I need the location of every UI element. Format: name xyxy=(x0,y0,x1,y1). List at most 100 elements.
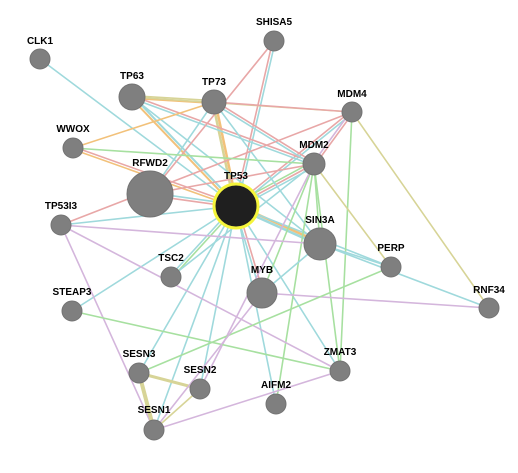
edge-tp63-sin3a xyxy=(131,96,321,245)
edge-tp73-mdm2 xyxy=(212,102,315,166)
node-tp63[interactable]: TP63 xyxy=(118,71,146,111)
node-tp53i3[interactable]: TP53I3 xyxy=(45,201,78,236)
node-circle-steap3[interactable] xyxy=(61,300,83,322)
node-label-perp: PERP xyxy=(377,243,405,254)
edge-mdm2-rfwd2 xyxy=(149,163,315,195)
node-circle-tp53[interactable] xyxy=(212,182,260,230)
node-label-clk1: CLK1 xyxy=(27,36,54,47)
edge-tp63-tp73 xyxy=(131,94,215,102)
node-shisa5[interactable]: SHISA5 xyxy=(256,17,293,52)
node-label-rfwd2: RFWD2 xyxy=(132,158,168,169)
edge-sesn1-zmat3 xyxy=(153,370,341,431)
node-circle-shisa5[interactable] xyxy=(263,30,285,52)
node-circle-myb[interactable] xyxy=(246,277,278,309)
node-rfwd2[interactable]: RFWD2 xyxy=(126,158,174,218)
node-label-rnf34: RNF34 xyxy=(473,285,505,296)
node-circle-sesn1[interactable] xyxy=(143,419,165,441)
edge-steap3-zmat3 xyxy=(71,310,341,372)
node-tp73[interactable]: TP73 xyxy=(201,77,227,115)
node-circle-rnf34[interactable] xyxy=(478,297,500,319)
edge-mdm2-aifm2 xyxy=(275,163,315,405)
node-circle-tp73[interactable] xyxy=(201,89,227,115)
node-label-wwox: WWOX xyxy=(56,124,90,135)
node-label-zmat3: ZMAT3 xyxy=(324,347,357,358)
node-perp[interactable]: PERP xyxy=(377,243,405,278)
edge-sesn3-perp xyxy=(138,266,392,374)
node-circle-perp[interactable] xyxy=(380,256,402,278)
node-label-mdm2: MDM2 xyxy=(299,140,329,151)
node-label-tsc2: TSC2 xyxy=(158,253,184,264)
node-circle-rfwd2[interactable] xyxy=(126,170,174,218)
node-aifm2[interactable]: AIFM2 xyxy=(261,380,291,415)
edge-mdm2-sesn2 xyxy=(199,163,315,390)
edge-tp53-sesn2 xyxy=(199,205,237,390)
node-rnf34[interactable]: RNF34 xyxy=(473,285,505,319)
edge-tp53i3-zmat3 xyxy=(60,224,341,372)
node-circle-aifm2[interactable] xyxy=(265,393,287,415)
node-tsc2[interactable]: TSC2 xyxy=(158,253,184,288)
edge-tp53-clk1 xyxy=(39,58,237,207)
node-label-sesn3: SESN3 xyxy=(123,349,156,360)
node-label-sin3a: SIN3A xyxy=(305,215,334,226)
edge-tp63-mdm2 xyxy=(131,94,316,164)
edge-sin3a-rnf34 xyxy=(319,243,490,309)
edge-mdm2-myb xyxy=(261,163,315,294)
node-tp53[interactable]: TP53 xyxy=(212,171,260,230)
edge-myb-rnf34 xyxy=(261,292,490,309)
node-clk1[interactable]: CLK1 xyxy=(27,36,54,70)
edge-sesn1-myb xyxy=(153,292,263,431)
node-label-sesn1: SESN1 xyxy=(138,405,171,416)
node-circle-sesn2[interactable] xyxy=(189,378,211,400)
node-mdm2[interactable]: MDM2 xyxy=(299,140,329,176)
edge-tp73-mdm2 xyxy=(213,100,316,164)
edge-tp63-mdm2 xyxy=(130,97,315,167)
edge-tp53-steap3 xyxy=(71,205,237,312)
node-circle-sin3a[interactable] xyxy=(303,227,337,261)
node-label-tp53: TP53 xyxy=(224,171,248,182)
node-label-myb: MYB xyxy=(251,265,273,276)
node-label-steap3: STEAP3 xyxy=(53,287,92,298)
edge-mdm4-tp53i3 xyxy=(60,111,353,226)
edge-sesn3-sesn2 xyxy=(137,371,202,391)
edge-tp53-sesn3 xyxy=(138,205,237,374)
node-circle-mdm4[interactable] xyxy=(341,101,363,123)
node-sesn2[interactable]: SESN2 xyxy=(184,365,217,400)
node-circle-tp53i3[interactable] xyxy=(50,214,72,236)
node-myb[interactable]: MYB xyxy=(246,265,278,309)
node-label-sesn2: SESN2 xyxy=(184,365,217,376)
edge-shisa5-rfwd2 xyxy=(149,40,275,195)
edge-mdm4-rnf34 xyxy=(351,111,490,309)
node-label-mdm4: MDM4 xyxy=(337,89,367,100)
edge-tp53-shisa5 xyxy=(236,40,277,208)
node-label-aifm2: AIFM2 xyxy=(261,380,291,391)
node-sesn3[interactable]: SESN3 xyxy=(123,349,156,384)
node-zmat3[interactable]: ZMAT3 xyxy=(324,347,357,382)
node-wwox[interactable]: WWOX xyxy=(56,124,90,159)
node-circle-tp63[interactable] xyxy=(118,83,146,111)
node-steap3[interactable]: STEAP3 xyxy=(53,287,92,322)
edge-mdm2-zmat3 xyxy=(313,163,341,372)
node-circle-zmat3[interactable] xyxy=(329,360,351,382)
edge-layer xyxy=(39,39,490,432)
node-circle-sesn3[interactable] xyxy=(128,362,150,384)
edge-tp73-wwox xyxy=(72,101,215,149)
node-circle-wwox[interactable] xyxy=(62,137,84,159)
node-circle-mdm2[interactable] xyxy=(302,152,326,176)
edge-tp63-tp73 xyxy=(131,97,215,105)
edge-mdm2-perp xyxy=(313,163,392,268)
node-sin3a[interactable]: SIN3A xyxy=(303,215,337,261)
edge-mdm2-wwox xyxy=(72,147,315,165)
node-sesn1[interactable]: SESN1 xyxy=(138,405,171,441)
edge-tp53-sesn1 xyxy=(153,205,237,431)
edge-tp73-mdm4 xyxy=(213,101,353,113)
node-label-tp53i3: TP53I3 xyxy=(45,201,78,212)
node-circle-tsc2[interactable] xyxy=(160,266,182,288)
node-label-tp73: TP73 xyxy=(202,77,226,88)
node-mdm4[interactable]: MDM4 xyxy=(337,89,367,123)
node-circle-clk1[interactable] xyxy=(29,48,51,70)
edge-tp53-zmat3 xyxy=(235,205,341,372)
edge-mdm4-zmat3 xyxy=(339,111,353,372)
